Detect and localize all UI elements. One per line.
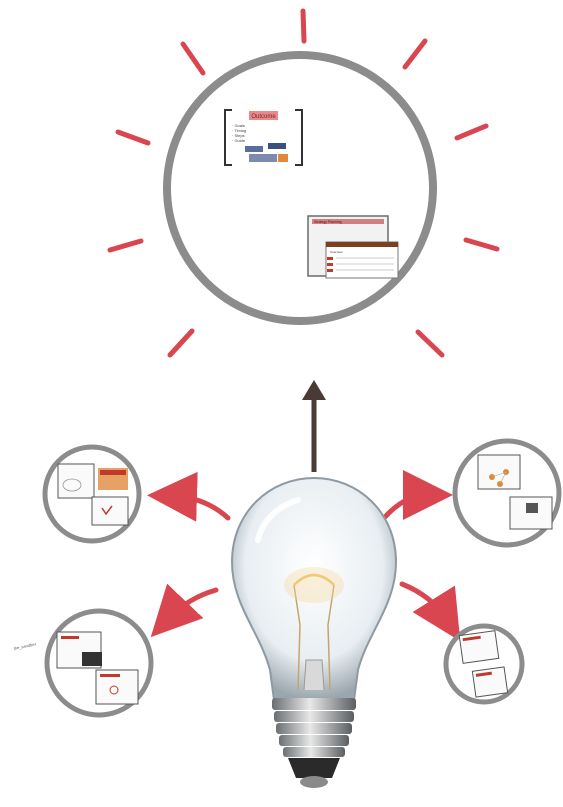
base-ring: [283, 747, 345, 757]
mini-link: [491, 471, 507, 478]
ray: [300, 8, 307, 44]
curved-arrow-icon: [399, 581, 461, 642]
right-bracket: [295, 109, 303, 166]
row-mark: [327, 263, 333, 266]
screenshot-titlebar: [326, 242, 398, 247]
ray: [415, 329, 445, 358]
thumb: [245, 146, 263, 152]
mini-slide: [458, 630, 500, 664]
base-ring: [279, 735, 349, 746]
small-circle-top-right: [452, 438, 562, 548]
card-bullet: · Goals: [232, 123, 245, 128]
mini-slide: [91, 496, 129, 526]
mini-mark: [101, 505, 113, 516]
strategy-card: Strategy Planning Overview: [307, 215, 399, 279]
mini-bar: [100, 674, 120, 677]
mini-link: [499, 471, 507, 485]
side-note: the_sandbox: [13, 641, 36, 651]
side-arrows: [147, 470, 461, 642]
filament-wire: [327, 584, 335, 691]
mini-photo: [526, 503, 538, 513]
thumb: [278, 154, 288, 162]
mini-shape: [62, 478, 82, 492]
curved-arrow-icon: [150, 583, 219, 638]
arrow-up-icon: [302, 380, 326, 472]
row-mark: [327, 269, 333, 272]
thumb: [268, 143, 286, 149]
ray: [463, 237, 500, 252]
base-insulator: [288, 758, 340, 778]
mini-bar: [61, 636, 79, 639]
ray: [167, 328, 195, 358]
main-idea-circle: Outcome · Goals · Timing · Steps · Guide…: [107, 8, 500, 358]
small-circle-bottom-right: [443, 623, 525, 705]
card-title: Outcome: [251, 114, 276, 120]
ray: [402, 38, 428, 70]
mini-bar: [100, 470, 126, 475]
card-title-box: [249, 111, 278, 120]
left-bracket: [224, 109, 232, 166]
main-ring: [163, 51, 437, 325]
mini-slide: [471, 666, 509, 698]
ray: [115, 129, 151, 146]
mini-bar: [462, 635, 481, 642]
mini-slide: [57, 463, 95, 499]
bulb-filament: [293, 573, 335, 691]
thumb: [249, 154, 277, 162]
curved-arrow-icon: [147, 471, 231, 522]
card-bullet: · Timing: [232, 128, 246, 133]
lightbulb-icon: [230, 476, 398, 788]
outcome-card: Outcome · Goals · Timing · Steps · Guide: [224, 109, 303, 166]
base-ring: [272, 698, 356, 710]
filament-glow: [284, 567, 344, 603]
filament-coil: [293, 573, 335, 586]
small-circle-top-left: [42, 444, 142, 544]
base-ring: [274, 711, 354, 722]
card-bullet: · Guide: [232, 138, 246, 143]
ray: [180, 41, 206, 76]
ray: [454, 123, 489, 141]
ray: [107, 238, 144, 253]
sun-rays: [107, 8, 500, 358]
card-bullet: · Steps: [232, 133, 245, 138]
screenshot: [325, 241, 399, 279]
bulb-highlight: [255, 497, 301, 543]
mini-shape: [109, 685, 119, 695]
arrow-head: [302, 380, 326, 400]
bulb-stem: [303, 659, 325, 691]
card-header-bar: [312, 219, 384, 224]
card-header-text: Strategy Planning: [314, 220, 342, 224]
mini-bar: [475, 671, 492, 677]
small-circle-bottom-left: the_sandbox: [13, 608, 154, 718]
mini-photo: [82, 652, 102, 666]
base-ring: [276, 723, 352, 734]
base-contact: [300, 776, 328, 788]
screenshot-label: Overview: [330, 250, 343, 254]
row-mark: [327, 257, 333, 260]
curved-arrow-icon: [382, 470, 453, 521]
filament-wire: [293, 584, 301, 691]
